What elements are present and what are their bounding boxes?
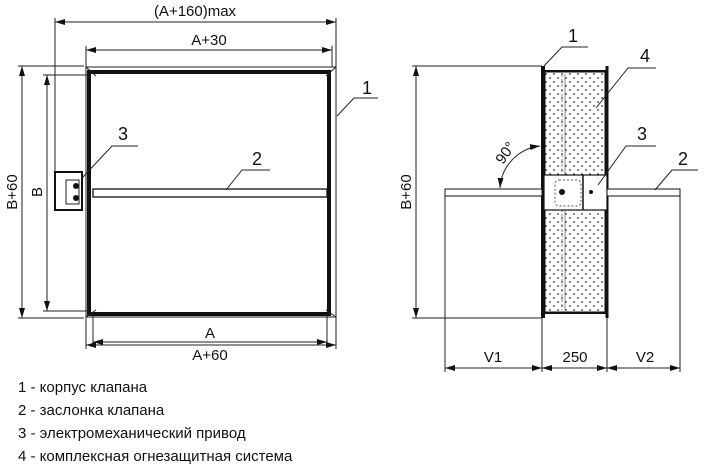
dim-width-outer: A+60: [192, 347, 227, 364]
dim-height: B+60: [398, 174, 415, 209]
callout-2: 2: [678, 149, 688, 169]
dim-depth: 250: [562, 349, 587, 366]
actuator: [543, 174, 608, 211]
valve-body-frame: [87, 70, 331, 316]
legend: 1 - корпус клапана 2 - заслонка клапана …: [18, 376, 292, 468]
callout-1: 1: [568, 26, 578, 46]
fire-protection-lower: [544, 209, 606, 313]
dim-width-inner: A: [205, 325, 215, 342]
valve-body-outline: [85, 66, 337, 318]
dim-overall-width: (A+160)max: [154, 3, 237, 20]
angle-arc: [497, 144, 541, 189]
damper-blade-right: [606, 188, 681, 197]
legend-item: 1 - корпус клапана: [18, 379, 148, 396]
front-view: (A+160)max A+30 B+60 B A A+60 1 2 3: [4, 3, 378, 364]
damper-blade-left: [444, 188, 543, 197]
angle-label: 90°: [492, 139, 519, 167]
legend-item: 3 - электромеханический привод: [18, 425, 246, 442]
dim-v2: V2: [636, 349, 654, 366]
callout-3: 3: [637, 124, 647, 144]
dim-frame-width: A+30: [191, 32, 226, 49]
callout-3: 3: [118, 124, 128, 144]
legend-item: 4 - комплексная огнезащитная система: [18, 448, 293, 465]
dim-v1: V1: [484, 349, 502, 366]
callout-4: 4: [640, 46, 650, 66]
callout-2: 2: [252, 149, 262, 169]
side-view: V1 250 V2 B+60 90° 1 4 3 2: [398, 26, 698, 372]
dim-height-inner: B: [29, 187, 46, 197]
actuator: [54, 171, 83, 211]
legend-item: 2 - заслонка клапана: [18, 402, 165, 419]
damper-blade: [92, 188, 328, 198]
callout-1: 1: [362, 78, 372, 98]
fire-protection-upper: [544, 71, 606, 176]
dim-height-outer: B+60: [4, 174, 21, 209]
